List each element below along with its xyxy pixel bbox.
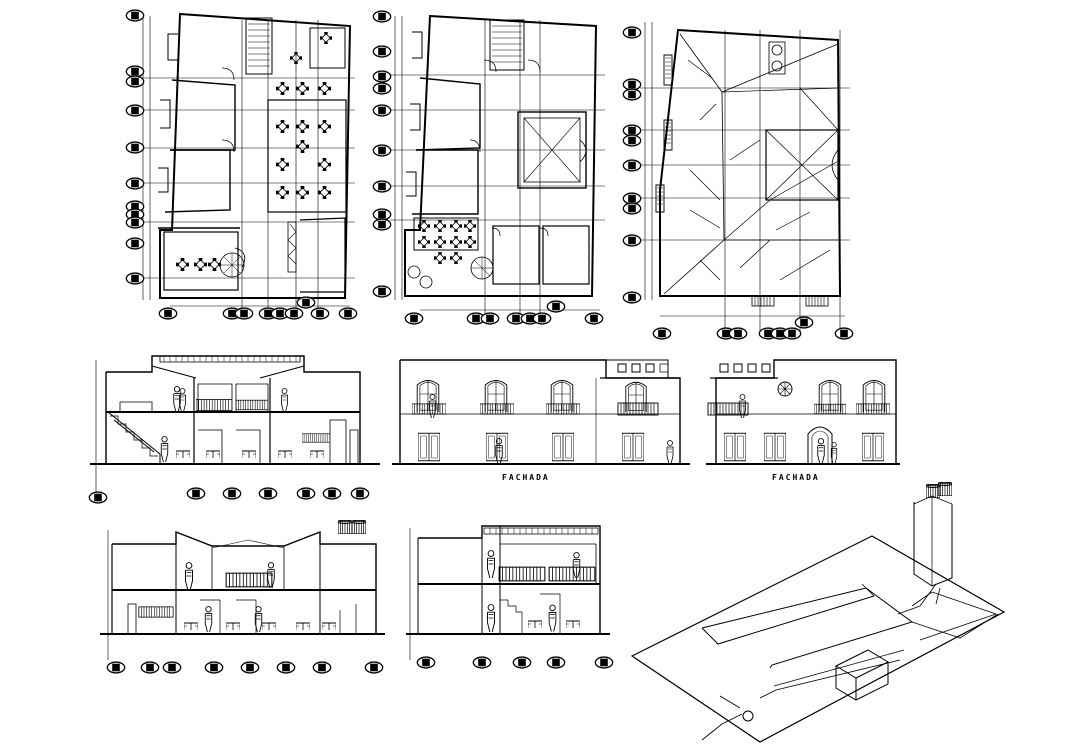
floor-plan-ground <box>138 12 355 312</box>
table-chair-set-icon <box>184 622 198 630</box>
balcony-railing-icon <box>196 399 232 411</box>
table-chair-set-icon <box>528 620 542 628</box>
facade-right-label: FACHADA <box>772 473 820 482</box>
balcony-railing-icon <box>412 403 446 415</box>
table-chair-set-icon <box>206 450 220 458</box>
person-figure-icon <box>204 606 213 632</box>
door-icon <box>764 432 786 462</box>
balcony-railing-icon <box>480 403 514 415</box>
door-icon <box>552 432 574 462</box>
door-icon <box>862 432 884 462</box>
grid-bubble-icon <box>622 26 854 340</box>
table-chair-set-icon <box>176 32 332 271</box>
grid-bubble-icon <box>106 661 384 674</box>
balcony-railing-icon <box>548 566 596 582</box>
table-chair-set-icon <box>278 450 292 458</box>
arched-window-icon <box>484 380 508 412</box>
door-icon <box>486 432 508 462</box>
table-chair-set-icon <box>242 450 256 458</box>
balcony-railing-icon <box>225 572 273 588</box>
floor-plan-upper <box>390 14 605 315</box>
section-c-drawing <box>406 525 610 660</box>
table-chair-set-icon <box>566 620 580 628</box>
person-figure-icon <box>280 388 289 412</box>
balcony-railing-icon <box>546 403 580 415</box>
water-tank-icon <box>338 520 352 534</box>
table-chair-set-icon <box>296 622 310 630</box>
table-chair-set-icon <box>310 450 324 458</box>
table-chair-set-icon <box>322 622 336 630</box>
balcony-railing-icon <box>302 433 330 443</box>
person-figure-icon <box>267 562 275 588</box>
balcony-railing-icon <box>707 402 749 416</box>
water-tank-icon <box>926 482 952 498</box>
person-figure-icon <box>738 394 747 418</box>
door-icon <box>724 432 746 462</box>
arched-window-icon <box>550 380 574 412</box>
person-figure-icon <box>486 550 496 578</box>
person-figure-icon <box>817 438 825 464</box>
person-figure-icon <box>160 436 169 462</box>
section-a-drawing <box>90 355 380 500</box>
table-chair-set-icon <box>176 450 190 458</box>
grid-bubble-icon <box>88 487 370 504</box>
roof-plan <box>640 22 850 335</box>
table-chair-set-icon <box>226 622 240 630</box>
facade-left-label: FACHADA <box>502 473 550 482</box>
water-tank-icon <box>352 520 366 534</box>
table-chair-set-icon <box>262 622 276 630</box>
person-figure-icon <box>184 562 194 590</box>
isometric-piping-diagram <box>630 495 1006 743</box>
section-b-drawing <box>100 530 385 660</box>
balcony-railing-icon <box>236 399 268 411</box>
person-figure-icon <box>548 604 557 632</box>
table-chair-set-icon <box>418 220 476 264</box>
balcony-railing-icon <box>498 566 546 582</box>
balcony-railing-icon <box>138 606 174 618</box>
door-icon <box>622 432 644 462</box>
person-figure-icon <box>666 440 674 464</box>
grid-bubble-icon <box>416 656 614 669</box>
rosette-window-icon <box>777 381 793 397</box>
balcony-railing-icon <box>617 402 659 416</box>
door-icon <box>418 432 440 462</box>
person-figure-icon <box>486 604 496 632</box>
arched-window-icon <box>818 380 842 412</box>
